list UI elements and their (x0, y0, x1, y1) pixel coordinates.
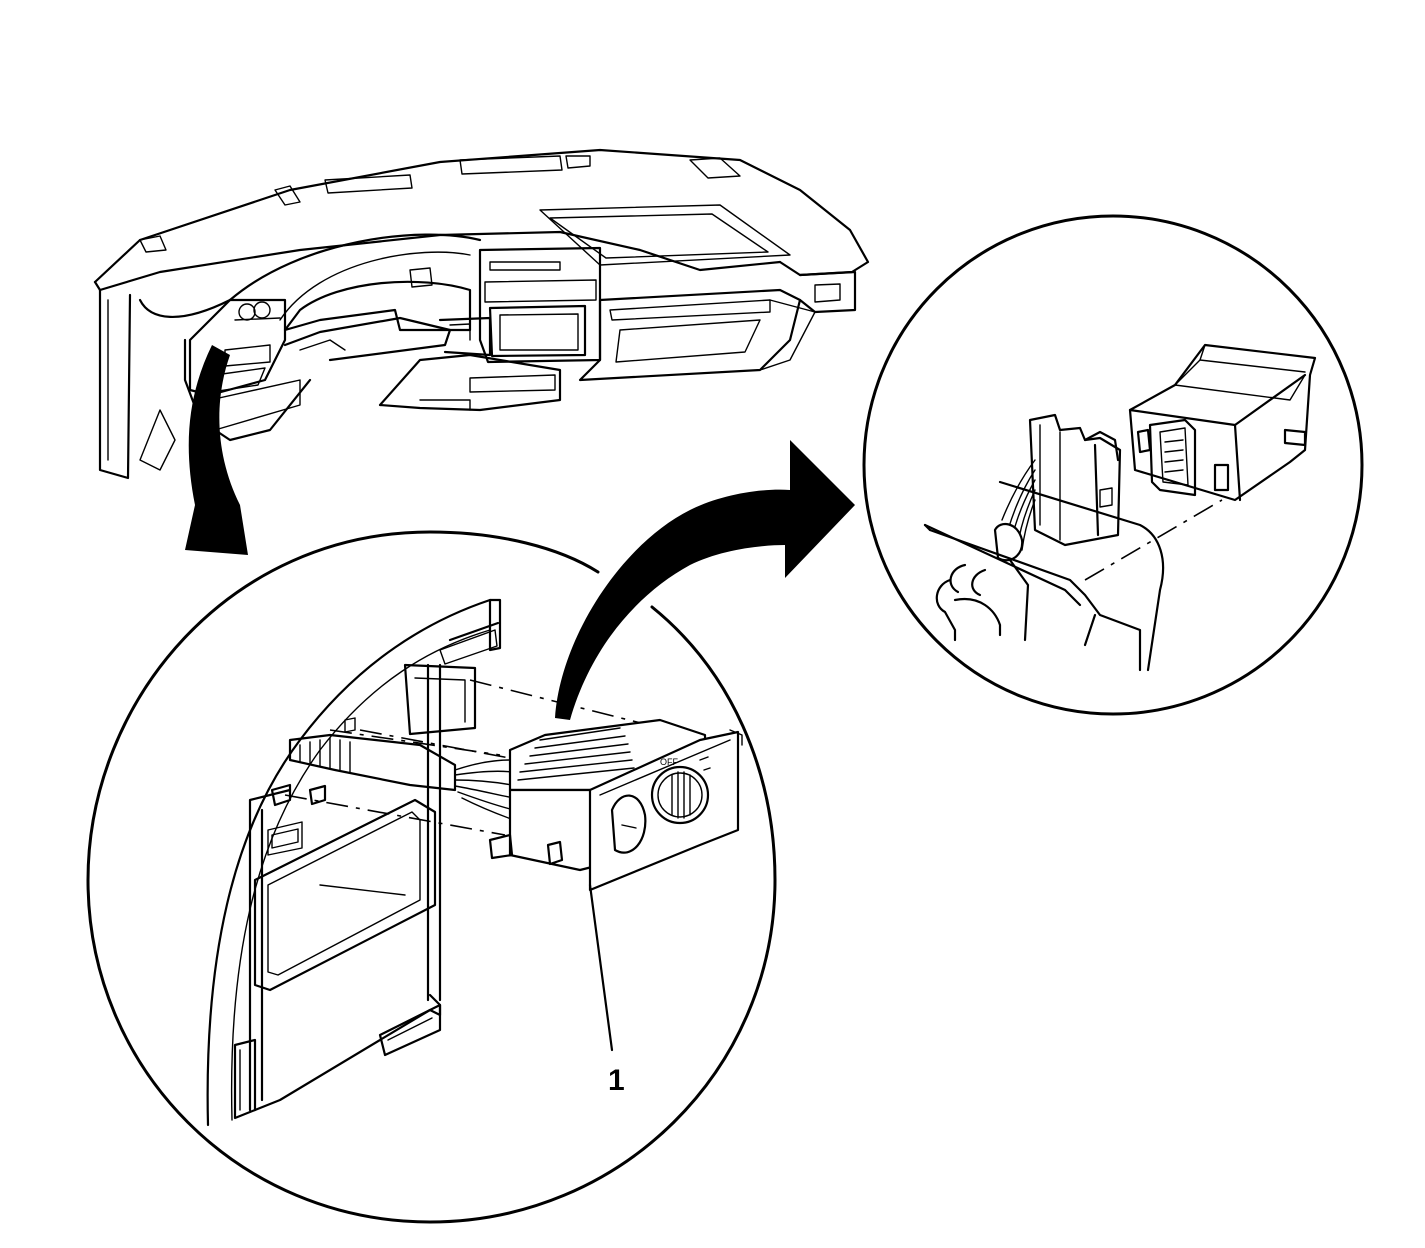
svg-text:OFF: OFF (660, 757, 678, 767)
zoom-arrow-to-detail (185, 345, 248, 555)
instrument-panel-overview (93, 148, 870, 480)
switch-detail-view: OFF (86, 530, 777, 1224)
callout-1: 1 (588, 883, 625, 1097)
callout-label-1: 1 (608, 1064, 625, 1097)
zoom-arrow-to-connector-detail (555, 440, 855, 720)
connector-detail-view (862, 214, 1364, 716)
